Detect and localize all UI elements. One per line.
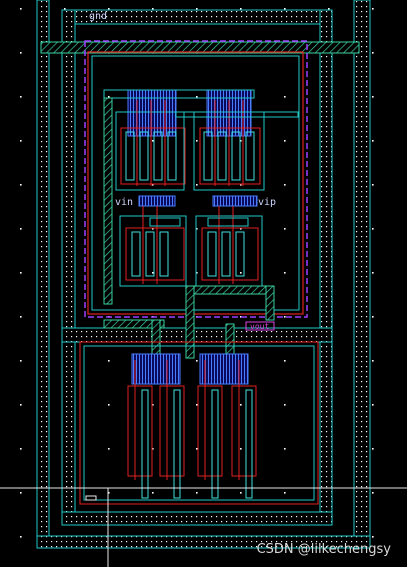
pin-label-vin: vin (115, 197, 134, 208)
route-tail[interactable] (103, 285, 275, 379)
vout-pin-marker[interactable] (245, 321, 275, 331)
lower-inner (83, 345, 315, 501)
cell-boundary (84, 40, 308, 318)
route-left-vertical[interactable] (103, 97, 113, 305)
nmos-current-mirror[interactable] (127, 353, 257, 499)
metal-strap-right[interactable] (175, 111, 299, 118)
power-rail[interactable] (40, 41, 360, 54)
watermark: CSDN @lilkechengsy (256, 542, 391, 557)
guard-ring-outer (36, 0, 371, 549)
metal-strap-top[interactable] (103, 89, 255, 99)
nwell-region (87, 51, 304, 315)
guard-ring-inner (61, 9, 333, 526)
pin-label-gnd: gnd (89, 11, 108, 22)
nwell-outline (91, 55, 300, 311)
lower-region (79, 341, 319, 505)
nmos-input-pair[interactable] (119, 195, 263, 287)
pin-label-vip: vip (258, 197, 277, 208)
pin-label-vout: vout (250, 322, 270, 331)
small-pad[interactable] (85, 495, 97, 501)
